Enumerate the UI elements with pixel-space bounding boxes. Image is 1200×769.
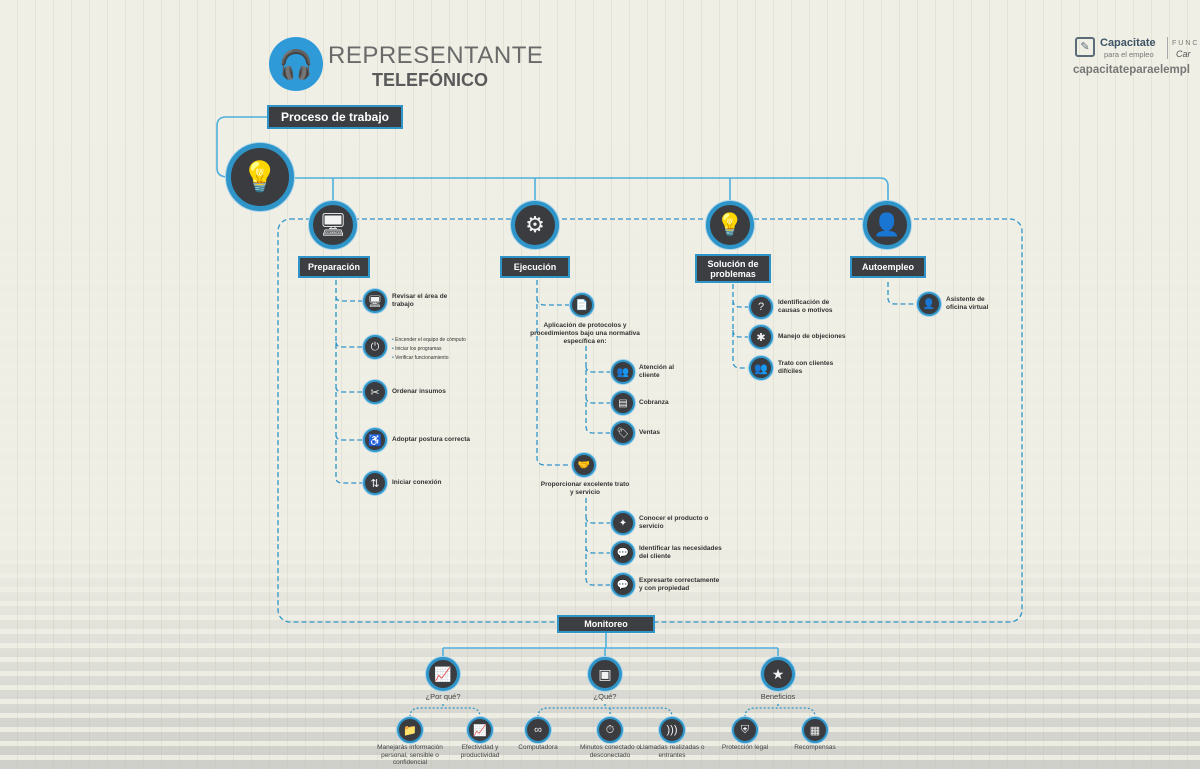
protocols-item: Ventas <box>639 429 660 436</box>
brand-tagline: para el empleo <box>1104 50 1154 59</box>
service-item: Expresarte correctamente y con propiedad <box>639 577 720 592</box>
handshake-icon: 🤝 <box>572 453 596 477</box>
monitoreo-group-label: ¿Qué? <box>593 692 617 701</box>
workstation-icon: 🖥 <box>363 289 387 313</box>
reward-icon: ▦ <box>802 717 828 743</box>
partner-script: Car <box>1176 49 1191 59</box>
bullet-text: Iniciar los programas <box>395 346 442 352</box>
monitoreo-item: Recompensas <box>794 744 836 751</box>
star-icon: ★ <box>761 657 795 691</box>
stopwatch-icon: ⏱ <box>597 717 623 743</box>
solucion-item: Manejo de objeciones <box>778 333 846 340</box>
brand-logo: ✎ <box>1075 37 1095 57</box>
protocols-item: Atención al cliente <box>639 364 675 379</box>
page-title: REPRESENTANTE <box>328 42 544 69</box>
objections-icon: ✱ <box>749 325 773 349</box>
signal-icon: ))) <box>659 717 685 743</box>
bullet-text: Verificar funcionamiento <box>395 355 449 361</box>
supplies-icon: ✂ <box>363 380 387 404</box>
voicemail-icon: ∞ <box>525 717 551 743</box>
product-icon: ✦ <box>611 511 635 535</box>
preparacion-item: Revisar el área de trabajo <box>392 293 448 308</box>
bullet-mark: • <box>392 337 396 343</box>
monitoreo-group-label: ¿Por qué? <box>425 692 461 701</box>
monitor-icon: ▣ <box>588 657 622 691</box>
solucion-item: Trato con clientes difíciles <box>778 360 834 375</box>
brand-url[interactable]: capacitateparaelempl <box>1073 64 1190 76</box>
protocols-item: Cobranza <box>639 399 669 406</box>
chart-icon: 📈 <box>426 657 460 691</box>
customers-icon: 👥 <box>611 360 635 384</box>
category-label-1: Ejecución <box>500 256 570 278</box>
protocols-text: Aplicación de protocolos y procedimiento… <box>530 322 640 345</box>
billing-icon: ▤ <box>611 391 635 415</box>
brand-divider <box>1167 37 1168 59</box>
bullet-mark: • <box>392 346 396 352</box>
service-text: Proporcionar excelente trato y servicio <box>540 481 630 496</box>
page-subtitle: TELEFÓNICO <box>372 70 488 90</box>
monitoreo-group-label: Beneficios <box>760 692 796 701</box>
shield-icon: ⛨ <box>732 717 758 743</box>
bullet-mark: • <box>392 355 396 361</box>
client-needs-icon: 💬 <box>611 541 635 565</box>
tag-icon: 🏷 <box>611 421 635 445</box>
category-label-3: Autoempleo <box>850 256 926 278</box>
lightbulb-icon: 💡 <box>226 143 294 211</box>
preparacion-item: Ordenar insumos <box>392 388 446 395</box>
gears-icon: ⚙ <box>511 201 559 249</box>
lightbulb-icon: 💡 <box>706 201 754 249</box>
autoempleo-item: Asistente de oficina virtual <box>946 296 989 311</box>
partner-name: FUNC <box>1172 40 1200 47</box>
growth-icon: 📈 <box>467 717 493 743</box>
preparacion-bullet: • Encender el equipo de cómputo <box>392 336 466 344</box>
solucion-item: Identificación de causas o motivos <box>778 299 833 314</box>
monitoreo-item: Efectividad y productividad <box>460 744 500 759</box>
virtual-assistant-icon: 👤 <box>917 292 941 316</box>
service-item: Conocer el producto o servicio <box>639 515 709 530</box>
process-label: Proceso de trabajo <box>267 105 403 129</box>
monitoreo-item: Llamadas realizadas o entrantes <box>639 744 705 759</box>
headset-icon: 🎧 <box>269 37 323 91</box>
document-icon: 📄 <box>570 293 594 317</box>
preparacion-bullet: • Iniciar los programas <box>392 345 442 353</box>
brand-name: Capacitate <box>1100 37 1156 49</box>
monitoreo-item: Minutos conectado o desconectado <box>580 744 640 759</box>
monitoreo-item: Computadora <box>518 744 558 751</box>
folder-icon: 📁 <box>397 717 423 743</box>
monitoreo-item: Protección legal <box>721 744 769 751</box>
monitoreo-label: Monitoreo <box>557 615 655 633</box>
person-icon: 👤 <box>863 201 911 249</box>
service-item: Identificar las necesidades del cliente <box>639 545 722 560</box>
category-label-2: Solución de problemas <box>695 254 771 283</box>
connection-icon: ⇅ <box>363 471 387 495</box>
group-icon: 👥 <box>749 356 773 380</box>
posture-icon: ♿ <box>363 428 387 452</box>
computer-icon: 🖥 <box>309 201 357 249</box>
bullet-text: Encender el equipo de cómputo <box>395 337 466 343</box>
speech-icon: 💬 <box>611 573 635 597</box>
preparacion-item: Adoptar postura correcta <box>392 436 471 443</box>
preparacion-item: Iniciar conexión <box>392 479 442 486</box>
power-icon: ⏻ <box>363 335 387 359</box>
preparacion-bullet: • Verificar funcionamiento <box>392 354 449 362</box>
monitoreo-item: Manejarás información personal, sensible… <box>377 744 443 766</box>
question-icon: ? <box>749 295 773 319</box>
category-label-0: Preparación <box>298 256 370 278</box>
